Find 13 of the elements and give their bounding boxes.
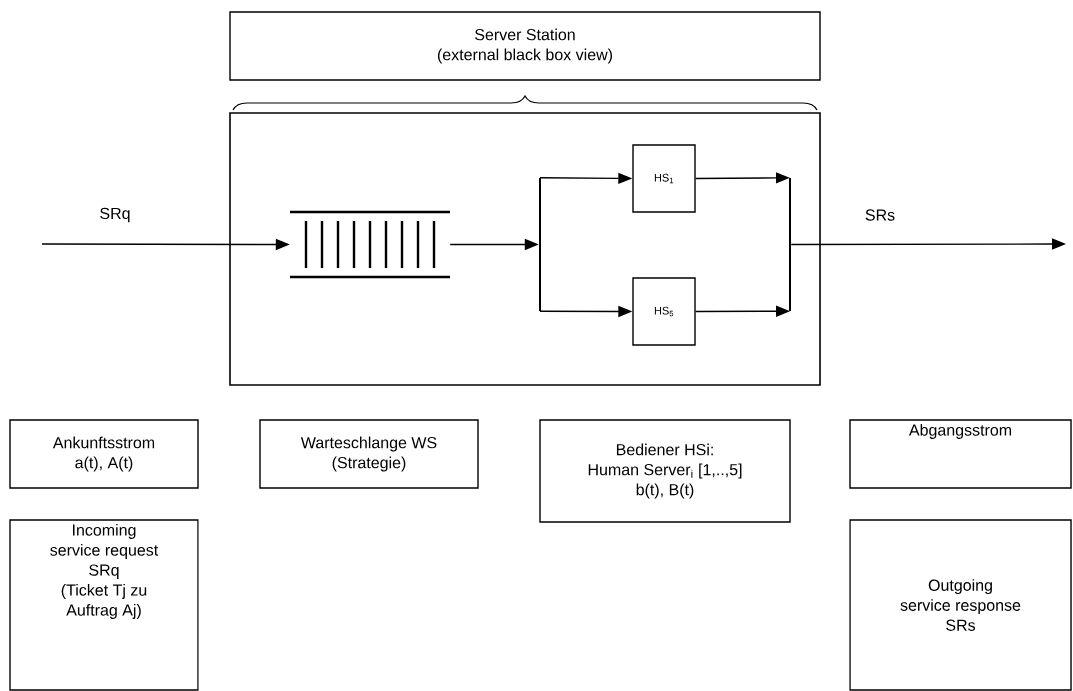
station-box	[229, 112, 821, 386]
title-box: Server Station (external black box view)	[229, 11, 821, 81]
edge-label: SRs	[863, 208, 897, 222]
text-box: Bediener HSi: Human Server$_{i}$ [1,..,5] b(t), B(t)	[539, 419, 791, 523]
queue-drawing	[288, 210, 452, 279]
edge-label: SRq	[98, 206, 132, 224]
text-box: Outgoing service response SRs	[849, 519, 1072, 691]
server-box: HS$_{5}$	[632, 277, 696, 346]
server-box: HS$_{1}$	[632, 144, 696, 213]
text-box: Abgangsstrom	[849, 419, 1072, 489]
text-box: Incoming service request SRq (Ticket Tj zu Auftrag Aj)	[9, 519, 199, 691]
text-box: Warteschlange WS (Strategie)	[259, 419, 479, 489]
text-box: Ankunftsstrom a(t), A(t)	[9, 419, 199, 489]
